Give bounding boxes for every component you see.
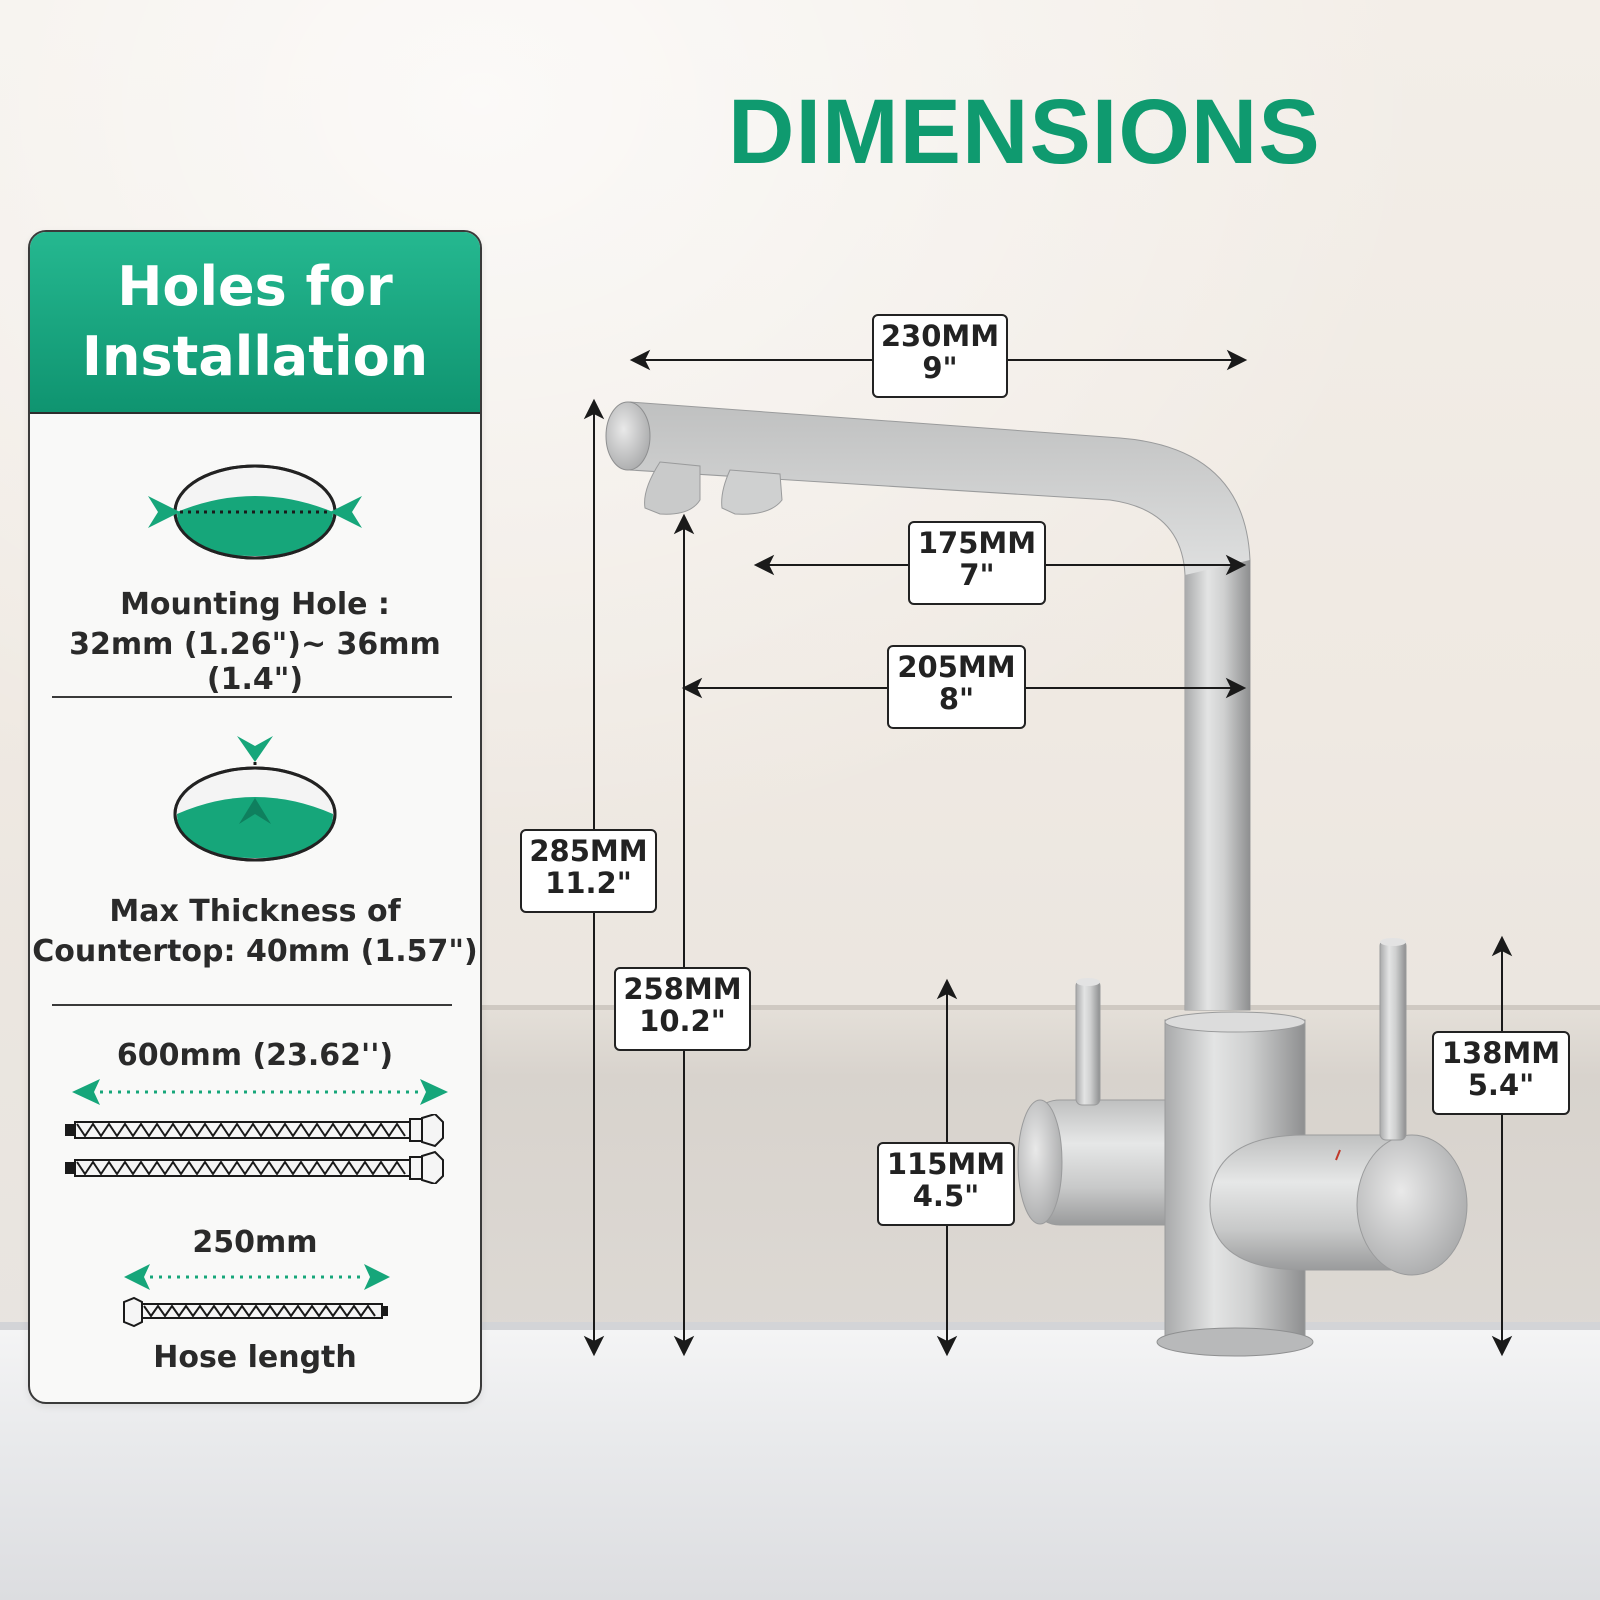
dim-label-205mm: 205MM 8" [887,645,1026,729]
mounting-hole-label: Mounting Hole : [120,587,390,622]
dim-inch: 11.2" [545,866,632,900]
divider [52,1004,452,1006]
dim-mm: 205MM [897,650,1016,684]
dim-mm: 115MM [886,1147,1006,1181]
dim-label-285mm: 285MM 11.2" [520,829,657,913]
panel-heading-line1: Holes for [117,255,393,318]
dim-inch: 10.2" [639,1004,726,1038]
hose-long-arrow [72,1079,448,1105]
divider [52,696,452,698]
hose-short-icon [123,1296,388,1328]
dim-label-115mm: 115MM 4.5" [877,1142,1015,1226]
panel-heading: Holes for Installation [82,252,428,392]
dim-label-138mm: 138MM 5.4" [1432,1031,1570,1115]
hose-length-caption: Hose length [153,1340,357,1375]
dim-inch: 9" [922,351,958,385]
dim-inch: 4.5" [912,1179,980,1213]
panel-header: Holes for Installation [30,232,480,414]
countertop-thickness-icon [173,736,337,862]
mounting-hole-icon [148,464,362,560]
dim-mm: 285MM [529,834,648,868]
page-title: DIMENSIONS [728,81,1321,183]
dim-label-175mm: 175MM 7" [908,521,1046,605]
dim-mm: 175MM [917,526,1037,560]
dim-inch: 7" [959,558,995,592]
dim-inch: 8" [938,682,975,716]
dim-mm: 230MM [880,319,1000,353]
dim-mm: 138MM [1441,1036,1561,1070]
hose-long-length: 600mm (23.62'') [116,1038,394,1073]
installation-panel: Holes for Installation Mounting Hole : 3… [28,230,482,1404]
hose-short-length: 250mm [192,1225,318,1260]
dim-mm: 258MM [623,972,742,1006]
dim-label-230mm: 230MM 9" [872,314,1008,398]
hose-short-arrow [124,1264,390,1290]
dim-label-258mm: 258MM 10.2" [614,967,751,1051]
hose-long-icon [65,1114,444,1184]
mounting-hole-value: 32mm (1.26")~ 36mm (1.4") [69,627,441,697]
panel-heading-line2: Installation [81,325,429,388]
thickness-value: Countertop: 40mm (1.57") [32,934,478,969]
thickness-label: Max Thickness of [109,894,401,929]
dim-inch: 5.4" [1467,1068,1535,1102]
